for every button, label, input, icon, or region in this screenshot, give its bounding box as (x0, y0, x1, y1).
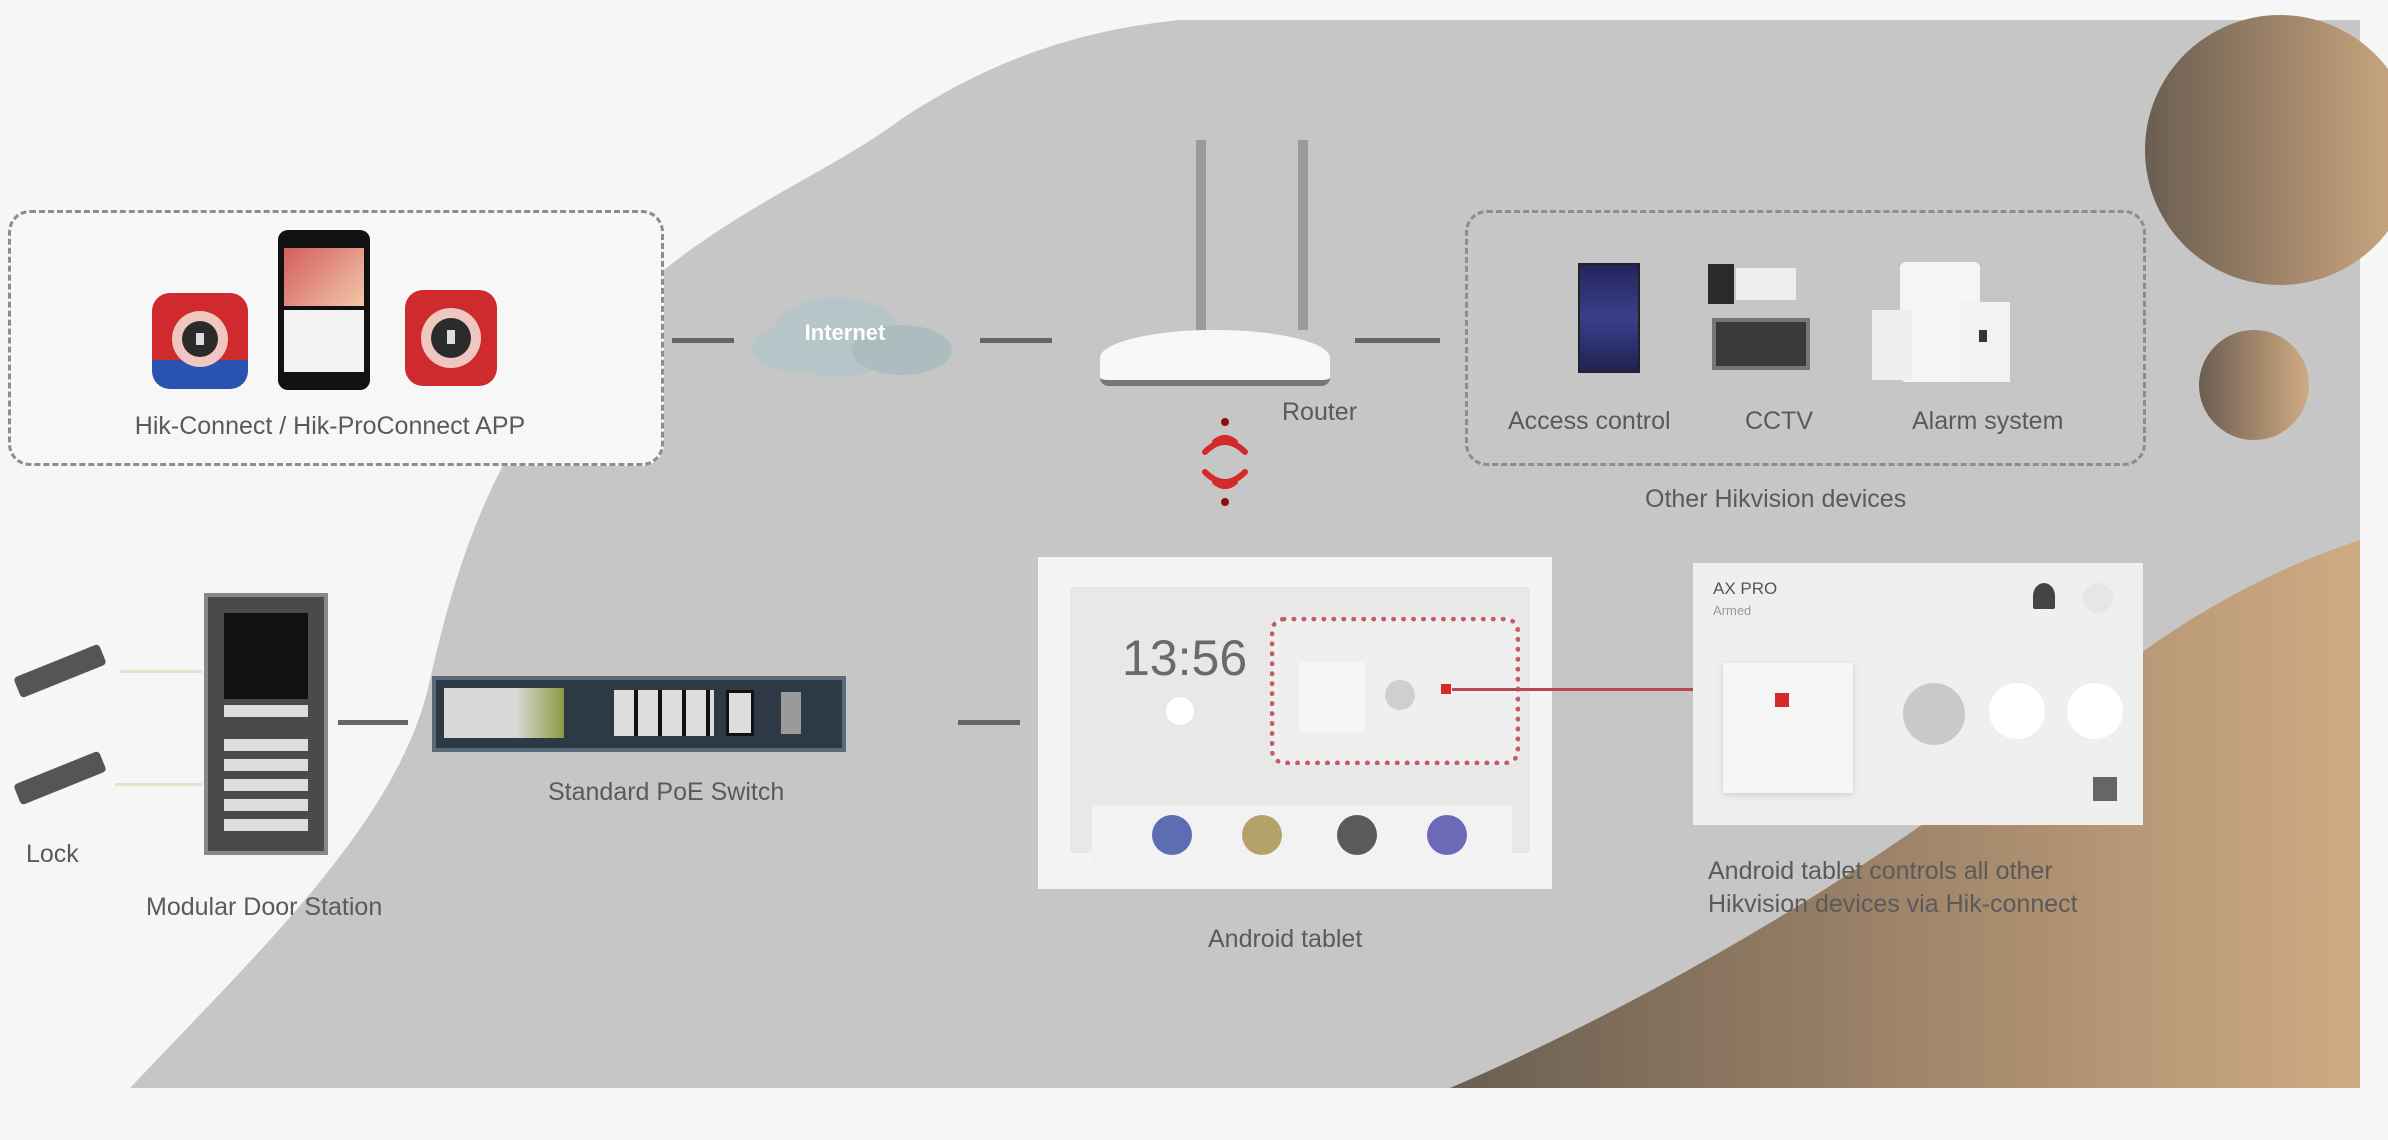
router-label: Router (1282, 398, 1358, 426)
modular-door-station-icon (204, 593, 328, 855)
connector-router-devices (1355, 338, 1440, 343)
panel-title: AX PRO (1713, 579, 1778, 598)
other-devices-box (1465, 210, 2146, 466)
control-panel-screen: AX PRO Armed (1693, 563, 2143, 825)
connector-internet-router (980, 338, 1052, 343)
bronze-circle-large (2145, 15, 2388, 285)
connector-door-switch (338, 720, 408, 725)
cctv-label: CCTV (1745, 407, 1814, 435)
tablet-clock: 13:56 (1122, 630, 1248, 686)
poe-switch-label: Standard PoE Switch (548, 778, 785, 806)
away-arm-button[interactable] (2067, 683, 2123, 739)
disarm-button[interactable] (1903, 683, 1965, 745)
access-control-label: Access control (1508, 407, 1671, 435)
smartphone-icon (278, 230, 370, 390)
panel-menu-icon[interactable] (2093, 777, 2117, 801)
panel-call-icon[interactable] (2083, 583, 2113, 613)
alarm-hub-image (1723, 663, 1853, 793)
tablet-home-icon (1166, 697, 1194, 725)
access-control-device-icon (1578, 263, 1640, 373)
alarm-system-label: Alarm system (1912, 407, 2064, 435)
panel-caption-line2: Hikvision devices via Hik-connect (1708, 890, 2078, 918)
tablet-dock (1092, 805, 1512, 865)
cctv-camera-icon (1708, 264, 1808, 304)
connector-switch-tablet (958, 720, 1020, 725)
tablet-highlight-box (1270, 617, 1520, 765)
alarm-hub-icon (1770, 262, 2010, 382)
connector-tablet-panel (1452, 688, 1776, 691)
hik-proconnect-app-icon (152, 293, 248, 389)
panel-caption-line1: Android tablet controls all other (1708, 857, 2053, 885)
dock-call-icon (1152, 815, 1192, 855)
router-icon (1100, 140, 1330, 386)
door-station-label: Modular Door Station (146, 893, 383, 921)
dock-settings-icon (1337, 815, 1377, 855)
hik-connect-app-icon (405, 290, 497, 386)
other-devices-label: Other Hikvision devices (1645, 485, 1907, 513)
wifi-signal-icon (1202, 418, 1248, 506)
nvr-recorder-icon (1712, 318, 1810, 370)
internet-label: Internet (804, 320, 886, 345)
panel-user-icon[interactable] (2033, 583, 2055, 609)
android-tablet-label: Android tablet (1208, 925, 1363, 953)
panel-subtitle: Armed (1713, 603, 1752, 618)
dock-notice-icon (1242, 815, 1282, 855)
connector-lock2-door (115, 783, 202, 786)
internet-cloud-icon (752, 297, 952, 377)
poe-switch-icon (432, 676, 846, 752)
connector-app-internet (672, 338, 734, 343)
bronze-circle-small (2199, 330, 2309, 440)
lock-label: Lock (26, 840, 79, 868)
app-group-label: Hik-Connect / Hik-ProConnect APP (134, 412, 526, 440)
stay-arm-button[interactable] (1989, 683, 2045, 739)
connector-lock1-door (120, 670, 202, 673)
dock-apps-icon (1427, 815, 1467, 855)
android-tablet: 13:56 (1038, 557, 1552, 889)
